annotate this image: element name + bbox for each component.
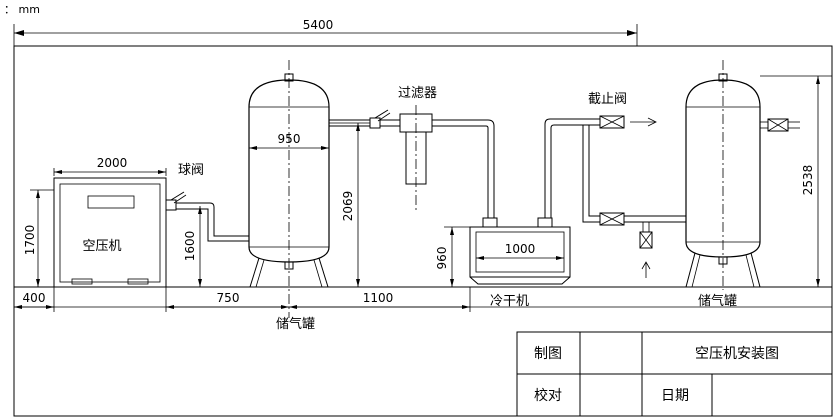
svg-text:1600: 1600	[183, 231, 197, 262]
stop-valve-top: 截止阀	[588, 92, 657, 129]
svg-text:2000: 2000	[97, 156, 128, 170]
total-width-value: 5400	[303, 18, 334, 32]
storage-tank-1: 储气罐	[248, 60, 330, 332]
svg-text:950: 950	[278, 132, 301, 146]
date-label: 日期	[661, 388, 689, 404]
svg-text:1700: 1700	[23, 225, 37, 256]
tank-width-dimension: 950	[249, 132, 329, 150]
drawing-title: 空压机安装图	[695, 346, 779, 362]
svg-text:960: 960	[435, 247, 449, 270]
compressor-height-dimension: 1700	[23, 189, 54, 287]
dryer-width-dimension: 1000	[476, 242, 564, 260]
stop-valve-label: 截止阀	[588, 92, 627, 107]
storage-tank-1-label: 储气罐	[276, 316, 315, 332]
storage-tank-2: 储气罐	[685, 60, 761, 309]
ball-valve-label: 球阀	[178, 163, 204, 178]
spacing-750-dimension: 750	[165, 287, 289, 312]
svg-text:1100: 1100	[363, 291, 394, 305]
ball-valve-height-dimension: 1600	[183, 206, 202, 287]
compressor-label: 空压机	[82, 239, 121, 254]
svg-text:2069: 2069	[341, 191, 355, 222]
svg-text:2538: 2538	[801, 165, 815, 196]
spacing-1100-dimension: 1100	[289, 287, 471, 312]
compressor-control-panel	[87, 195, 135, 209]
title-block: 制图 校对 空压机安装图 日期	[516, 331, 833, 417]
storage-tank-2-label: 储气罐	[698, 293, 737, 309]
stop-valve-bottom	[599, 212, 625, 226]
filter: 过滤器	[398, 86, 437, 210]
pipe-dryer-to-tank	[544, 118, 600, 218]
dryer-height-dimension: 960	[435, 226, 470, 287]
tank-2-outlet-valve	[760, 118, 800, 132]
drawing-frame	[13, 45, 833, 417]
svg-text:400: 400	[23, 291, 46, 305]
pipe-filter-to-dryer	[432, 119, 495, 218]
total-width-dimension: 5400	[13, 18, 638, 46]
refrigerated-dryer: 冷干机	[469, 217, 571, 309]
air-compressor: 空压机	[53, 177, 167, 288]
second-tank-height-dimension: 2538	[760, 75, 832, 287]
unit-label: ： mm	[4, 3, 40, 16]
dryer-label: 冷干机	[490, 294, 529, 309]
filter-inlet-valve	[369, 109, 391, 129]
compressor-width-dimension: 2000	[53, 156, 167, 176]
svg-text:750: 750	[217, 291, 240, 305]
drawn-by-label: 制图	[534, 346, 562, 362]
ball-valve: 球阀	[165, 163, 204, 211]
filter-label: 过滤器	[398, 86, 437, 101]
pipe-compressor-to-tank	[176, 202, 250, 237]
compressor-offset-dimension: 400	[14, 287, 55, 312]
drain-valve	[639, 222, 653, 278]
checked-by-label: 校对	[534, 387, 562, 404]
tank-height-dimension: 2069	[329, 122, 370, 287]
svg-text:1000: 1000	[505, 242, 536, 256]
